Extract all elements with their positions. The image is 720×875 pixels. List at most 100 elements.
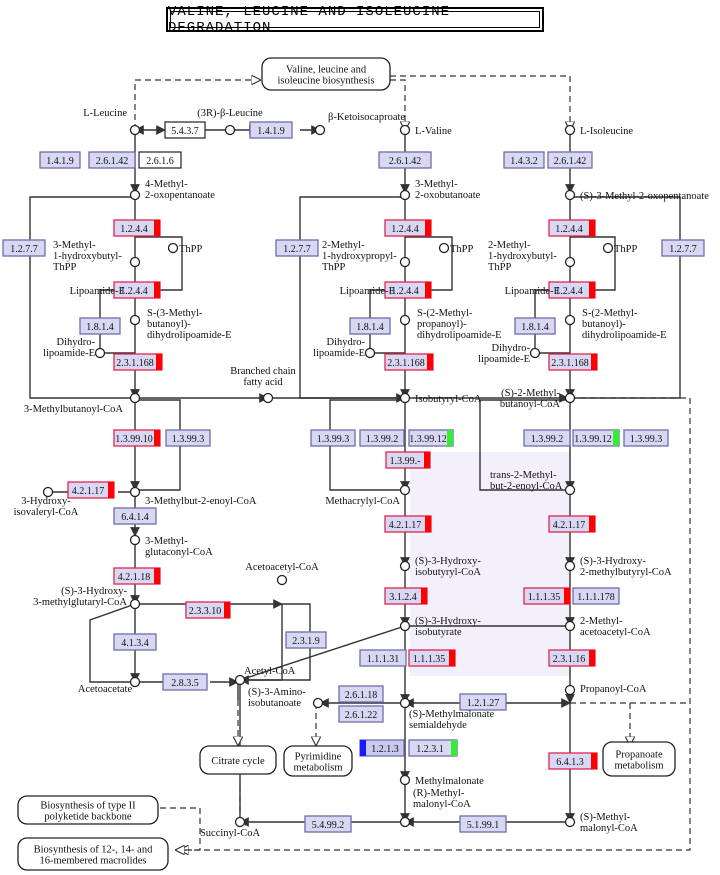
enzyme-box-1-2-7-7[interactable]: 1.2.7.7	[275, 239, 319, 257]
enzyme-box-2-8-3-5[interactable]: 2.8.3.5	[162, 673, 208, 691]
compound-2-methyl-1-hydroxypropyl-thpp-node[interactable]	[399, 256, 411, 268]
compound-methylmalonate-node[interactable]	[399, 774, 411, 786]
enzyme-box-6-4-1-4[interactable]: 6.4.1.4	[113, 507, 157, 525]
enzyme-box-1-3-99-3[interactable]: 1.3.99.3	[165, 429, 211, 447]
compound-thpp-node[interactable]	[438, 242, 450, 254]
compound-s-3-hydroxy-isobutyrate-node[interactable]	[399, 620, 411, 632]
enzyme-box-2-6-1-42[interactable]: 2.6.1.42	[378, 151, 432, 169]
enzyme-box-1-3-99[interactable]: 1.3.99.-	[385, 451, 431, 469]
compound-acetyl-coa-node[interactable]	[234, 674, 246, 686]
enzyme-box-1-2-4-4[interactable]: 1.2.4.4	[548, 219, 596, 237]
enzyme-box-1-2-7-7[interactable]: 1.2.7.7	[661, 239, 705, 257]
compound-s-3-methyl-butanoyl-dihydrolipoamide-e-node[interactable]	[129, 314, 141, 326]
enzyme-box-1-2-4-4[interactable]: 1.2.4.4	[548, 281, 596, 299]
compound-s-3-hydroxy-2-methylbutyryl-coa-node[interactable]	[564, 560, 576, 572]
compound-trans-2-methyl-but-2-enoyl-coa-node[interactable]	[564, 484, 576, 496]
enzyme-box-5-4-3-7[interactable]: 5.4.3.7	[164, 121, 206, 139]
enzyme-box-3-1-2-4[interactable]: 3.1.2.4	[384, 587, 428, 605]
enzyme-box-1-2-1-3[interactable]: 1.2.1.3	[359, 739, 405, 757]
enzyme-box-2-3-3-10[interactable]: 2.3.3.10	[185, 601, 231, 619]
compound-s-3-amino-isobutanoate-node[interactable]	[312, 697, 324, 709]
enzyme-box-1-1-1-35[interactable]: 1.1.1.35	[523, 587, 571, 605]
compound-isobutyryl-coa-node[interactable]	[399, 392, 411, 404]
compound-dihydro-lipoamide-e-node[interactable]	[529, 347, 541, 359]
enzyme-box-1-1-1-35[interactable]: 1.1.1.35	[408, 649, 456, 667]
enzyme-box-6-4-1-3[interactable]: 6.4.1.3	[548, 752, 598, 770]
enzyme-box-2-3-1-168[interactable]: 2.3.1.168	[384, 353, 434, 371]
compound-s-methylmalonate-semialdehyde-node[interactable]	[399, 697, 411, 709]
enzyme-box-4-2-1-18[interactable]: 4.2.1.18	[113, 567, 161, 585]
compound-s-methyl-malonyl-coa-node[interactable]	[564, 816, 576, 828]
compound-3-methyl-2-oxobutanoate-node[interactable]	[399, 189, 411, 201]
enzyme-box-5-4-99-2[interactable]: 5.4.99.2	[304, 815, 352, 833]
compound-l-leucine-node[interactable]	[129, 124, 141, 136]
enzyme-box-1-8-1-4[interactable]: 1.8.1.4	[349, 317, 391, 335]
compound-s-3-methyl-2-oxopentanoate-node[interactable]	[564, 189, 576, 201]
compound-3r-leucine-node[interactable]	[224, 124, 236, 136]
compound-branched-chain-fatty-acid-node[interactable]	[262, 392, 274, 404]
compound-ketoisocaproate-node[interactable]	[314, 124, 326, 136]
compound-s-2-methyl-butanoyl-dihydrolipoamide-e-node[interactable]	[564, 314, 576, 326]
enzyme-box-1-3-99-2[interactable]: 1.3.99.2	[359, 429, 405, 447]
compound-s-3-hydroxy-3-methylglutaryl-coa-node[interactable]	[129, 598, 141, 610]
compound-acetoacetate-node[interactable]	[129, 676, 141, 688]
compound-l-isoleucine-node[interactable]	[564, 124, 576, 136]
enzyme-box-1-4-1-9[interactable]: 1.4.1.9	[39, 151, 81, 169]
enzyme-box-2-3-1-9[interactable]: 2.3.1.9	[285, 631, 327, 649]
compound-thpp-node[interactable]	[167, 242, 179, 254]
enzyme-box-5-1-99-1[interactable]: 5.1.99.1	[459, 815, 507, 833]
compound-3-methyl-1-hydroxybutyl-thpp-node[interactable]	[129, 256, 141, 268]
enzyme-box-2-3-1-16[interactable]: 2.3.1.16	[548, 649, 596, 667]
compound-l-valine-node[interactable]	[399, 124, 411, 136]
compound-propanoyl-coa-node[interactable]	[564, 684, 576, 696]
enzyme-box-2-6-1-22[interactable]: 2.6.1.22	[338, 705, 384, 723]
enzyme-box-1-1-1-31[interactable]: 1.1.1.31	[359, 649, 407, 667]
compound-s-2-methyl-propanoyl-dihydrolipoamide-e-node[interactable]	[399, 314, 411, 326]
compound-s-2-methyl-butanoyl-coa-node[interactable]	[564, 392, 576, 404]
enzyme-box-1-3-99-12[interactable]: 1.3.99.12	[408, 429, 454, 447]
enzyme-box-1-2-4-4[interactable]: 1.2.4.4	[113, 219, 161, 237]
enzyme-box-2-6-1-18[interactable]: 2.6.1.18	[338, 685, 384, 703]
enzyme-box-2-6-1-42[interactable]: 2.6.1.42	[547, 151, 593, 169]
compound-4-methyl-2-oxopentanoate-node[interactable]	[129, 189, 141, 201]
compound-2-methyl-1-hydroxybutyl-thpp-node[interactable]	[564, 256, 576, 268]
enzyme-box-1-3-99-3[interactable]: 1.3.99.3	[310, 429, 356, 447]
enzyme-box-2-6-1-42[interactable]: 2.6.1.42	[88, 151, 136, 169]
compound-3-methylbut-2-enoyl-coa-node[interactable]	[129, 486, 141, 498]
enzyme-box-2-6-1-6[interactable]: 2.6.1.6	[138, 151, 182, 169]
enzyme-box-1-2-4-4[interactable]: 1.2.4.4	[384, 281, 432, 299]
enzyme-box-4-2-1-17[interactable]: 4.2.1.17	[384, 515, 432, 533]
enzyme-box-1-3-99-2[interactable]: 1.3.99.2	[523, 429, 571, 447]
enzyme-box-4-2-1-17[interactable]: 4.2.1.17	[548, 515, 596, 533]
enzyme-box-1-8-1-4[interactable]: 1.8.1.4	[514, 317, 556, 335]
enzyme-box-1-2-4-4[interactable]: 1.2.4.4	[113, 281, 161, 299]
compound-methacrylyl-coa-node[interactable]	[399, 484, 411, 496]
enzyme-box-1-3-99-12[interactable]: 1.3.99.12	[572, 429, 620, 447]
enzyme-box-2-3-1-168[interactable]: 2.3.1.168	[548, 353, 598, 371]
enzyme-box-1-2-7-7[interactable]: 1.2.7.7	[2, 239, 46, 257]
compound-3-hydroxy-isovaleryl-coa-node[interactable]	[42, 486, 54, 498]
enzyme-box-1-8-1-4[interactable]: 1.8.1.4	[79, 317, 121, 335]
enzyme-box-1-4-3-2[interactable]: 1.4.3.2	[503, 151, 545, 169]
enzyme-box-2-3-1-168[interactable]: 2.3.1.168	[113, 353, 163, 371]
compound-acetoacetyl-coa-node[interactable]	[276, 574, 288, 586]
enzyme-box-1-2-3-1[interactable]: 1.2.3.1	[408, 739, 458, 757]
enzyme-box-1-1-1-178[interactable]: 1.1.1.178	[572, 587, 620, 605]
enzyme-box-4-1-3-4[interactable]: 4.1.3.4	[113, 633, 157, 651]
pathway-map-citrate-cycle[interactable]: Citrate cycle	[199, 745, 277, 775]
compound-s-3-hydroxy-isobutyryl-coa-node[interactable]	[399, 560, 411, 572]
compound-dihydro-lipoamide-e-node[interactable]	[364, 347, 376, 359]
compound-2-methyl-acetoacetyl-coa-node[interactable]	[564, 620, 576, 632]
enzyme-box-1-2-1-27[interactable]: 1.2.1.27	[459, 693, 507, 711]
compound-succinyl-coa-node[interactable]	[234, 816, 246, 828]
enzyme-box-1-3-99-3[interactable]: 1.3.99.3	[623, 429, 669, 447]
compound-thpp-node[interactable]	[602, 242, 614, 254]
compound-3-methyl-glutaconyl-coa-node[interactable]	[129, 534, 141, 546]
enzyme-box-1-2-4-4[interactable]: 1.2.4.4	[384, 219, 432, 237]
enzyme-box-1-4-1-9[interactable]: 1.4.1.9	[249, 121, 293, 139]
enzyme-box-4-2-1-17[interactable]: 4.2.1.17	[67, 481, 115, 499]
